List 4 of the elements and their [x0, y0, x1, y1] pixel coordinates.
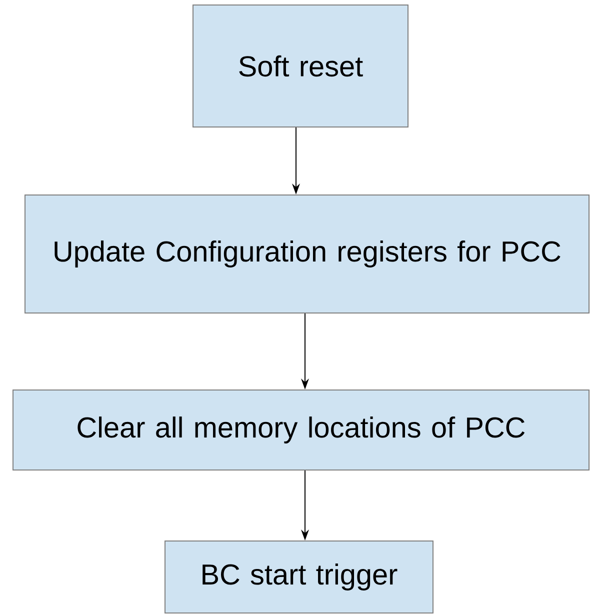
process-box: Soft reset [192, 4, 408, 128]
process-box: BC start trigger [164, 540, 434, 614]
process-box: Update Configuration registers for PCC [24, 194, 590, 314]
process-box: Clear all memory locations of PCC [12, 390, 590, 470]
